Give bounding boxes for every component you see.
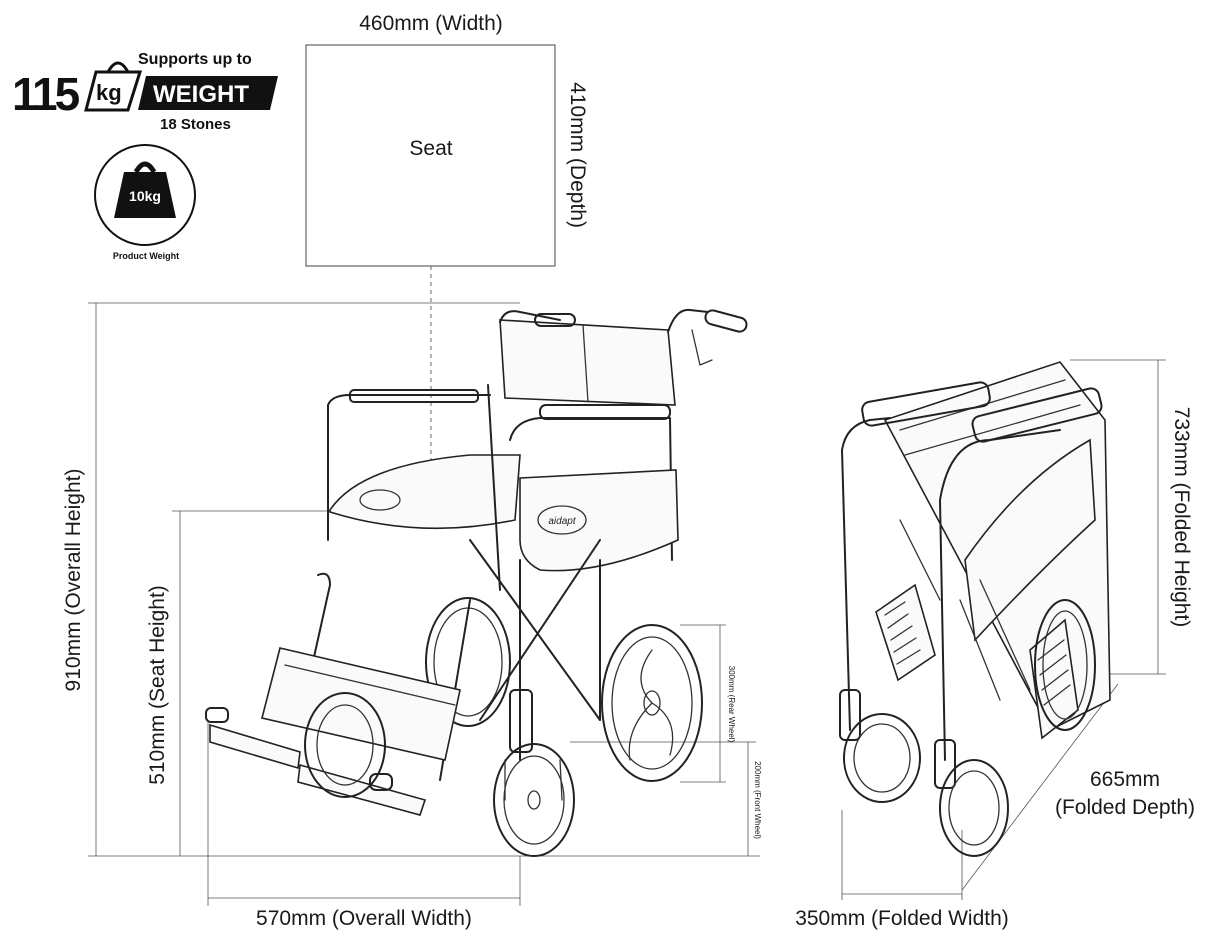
left-legrest-frame [299,572,331,721]
dimension-labels: 910mm (Overall Height) 510mm (Seat Heigh… [62,407,1195,930]
folded-depth-caption: (Folded Depth) [1055,796,1195,819]
seat-outline [305,44,556,267]
folded-rear-wheel [1034,599,1096,731]
left-footplate [209,723,301,770]
folded-armrest-right [971,387,1103,443]
overall-height-label: 910mm (Overall Height) [62,469,85,692]
open-wheelchair-illustration: aidapt [205,308,748,857]
folded-side-panel [964,438,1096,642]
seat-width-label: 460mm (Width) [359,12,503,35]
folded-caster-left [839,689,921,803]
backrest [499,319,676,406]
seat-cushion [329,454,521,530]
supports-text: Supports up to [138,51,252,68]
left-armrest-pad [349,389,479,403]
front-wheel-far [304,692,386,798]
rear-wheel-label: 300mm (Rear Wheel) [727,666,736,743]
seat-label: Seat [409,137,452,160]
folded-armrest-left [861,381,991,427]
push-handle-left [499,310,561,323]
right-footplate [297,763,427,816]
product-weight-label: Product Weight [113,251,179,261]
weight-word: WEIGHT [153,81,249,108]
right-back-post [487,384,501,591]
seat-height-label: 510mm (Seat Height) [146,585,169,785]
folded-depth-line [961,683,1119,891]
folded-footplate [875,583,936,682]
brand-logo: aidapt [548,516,576,527]
kg-tag-hook [106,61,130,73]
cross-brace-b [479,539,601,721]
kettlebell-icon [114,172,176,218]
kg-unit: kg [96,80,122,105]
side-panel [519,469,679,572]
weight-banner [138,76,278,110]
kg-tag-icon [84,70,143,112]
dimension-guides [88,302,1166,906]
right-armrest-pad [539,404,671,420]
cross-brace-a [469,539,601,721]
stones-text: 18 Stones [160,116,231,133]
rear-wheel-near [601,624,703,782]
front-caster-near [493,689,575,857]
folded-wheelchair-illustration [839,361,1111,857]
kettlebell-handle-icon [133,161,157,174]
folded-frame-left [841,449,851,731]
weight-capacity-badge: 115 kg Supports up to WEIGHT 18 Stones [12,51,278,133]
weight-number: 115 [12,68,80,120]
push-handle-right [667,308,709,333]
folded-depth-value: 665mm [1090,768,1160,791]
folded-caster-right [934,739,1009,857]
product-weight-badge: 10kg Product Weight [94,144,196,261]
brake-lever [691,329,713,366]
folded-height-label: 733mm (Folded Height) [1170,407,1193,628]
calf-strap [261,647,461,761]
front-wheel-label: 200mm (Front Wheel) [753,761,762,839]
product-weight-value: 10kg [129,188,161,204]
overall-width-label: 570mm (Overall Width) [256,907,472,930]
folded-width-label: 350mm (Folded Width) [795,907,1009,930]
seat-depth-label: 410mm (Depth) [566,82,589,228]
seat-dimension-box: Seat 460mm (Width) 410mm (Depth) [305,12,589,525]
folded-frame-right [939,499,946,761]
